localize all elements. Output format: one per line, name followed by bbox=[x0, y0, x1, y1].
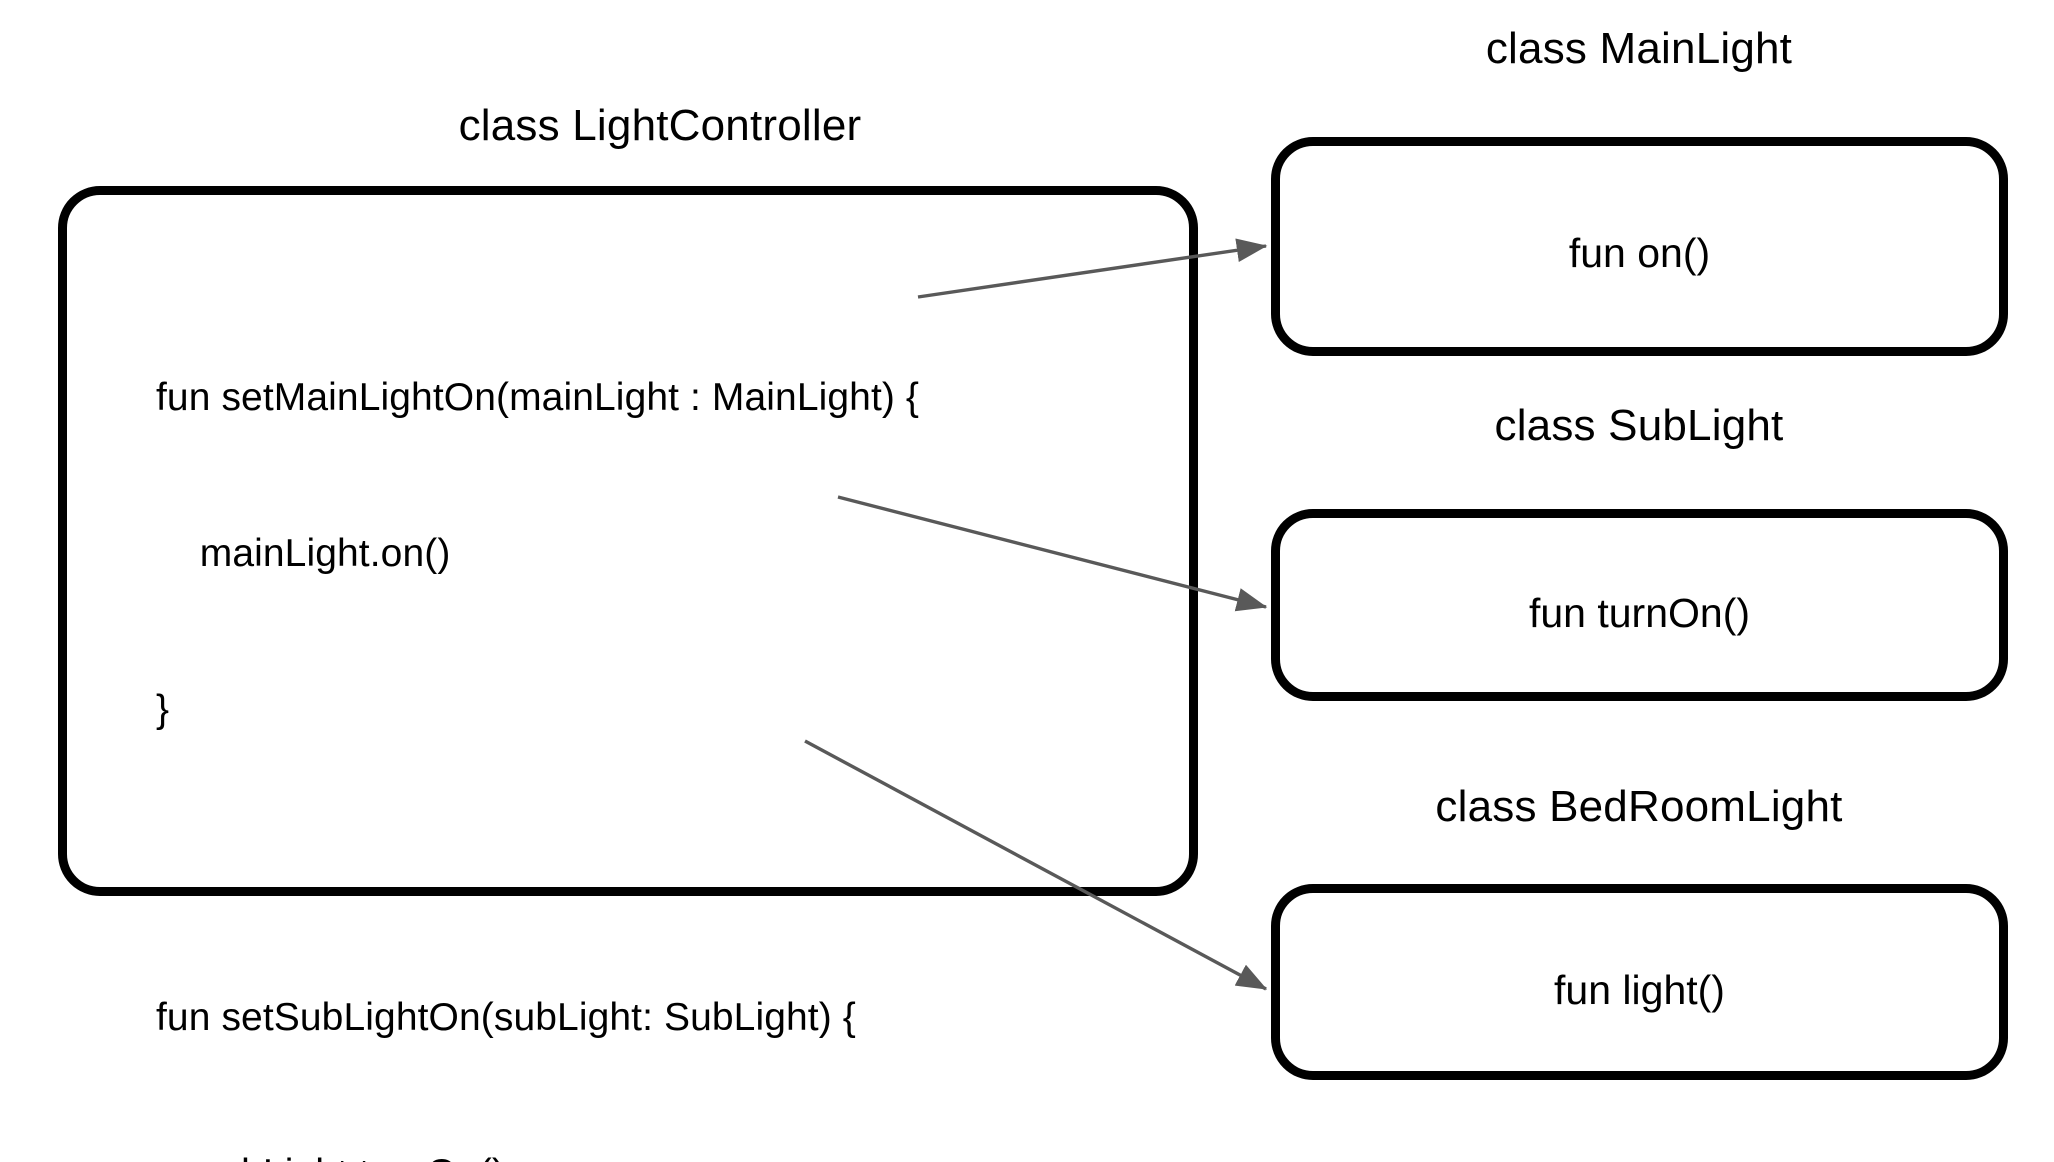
class-box-bed-room-light[interactable]: fun light() bbox=[1271, 884, 2008, 1080]
caption-light-controller: class LightController bbox=[458, 101, 862, 150]
light-controller-code: fun setMainLightOn(mainLight : MainLight… bbox=[156, 268, 1171, 1162]
code-line-blank bbox=[156, 840, 1171, 888]
code-line: subLight.turnOn() bbox=[156, 1148, 1171, 1162]
caption-sub-light: class SubLight bbox=[1494, 401, 1784, 450]
code-line: } bbox=[156, 688, 170, 731]
code-line: fun setMainLightOn(mainLight : MainLight… bbox=[156, 376, 920, 419]
class-box-sub-light[interactable]: fun turnOn() bbox=[1271, 509, 2008, 701]
method-label-main-light: fun on() bbox=[1568, 230, 1711, 276]
method-label-bed-room-light: fun light() bbox=[1554, 967, 1725, 1013]
class-box-main-light[interactable]: fun on() bbox=[1271, 137, 2008, 356]
caption-main-light: class MainLight bbox=[1485, 24, 1793, 73]
method-label-sub-light: fun turnOn() bbox=[1528, 590, 1751, 636]
code-line: mainLight.on() bbox=[156, 532, 451, 575]
caption-bed-room-light: class BedRoomLight bbox=[1435, 782, 1843, 831]
code-line: fun setSubLightOn(subLight: SubLight) { bbox=[156, 996, 856, 1039]
